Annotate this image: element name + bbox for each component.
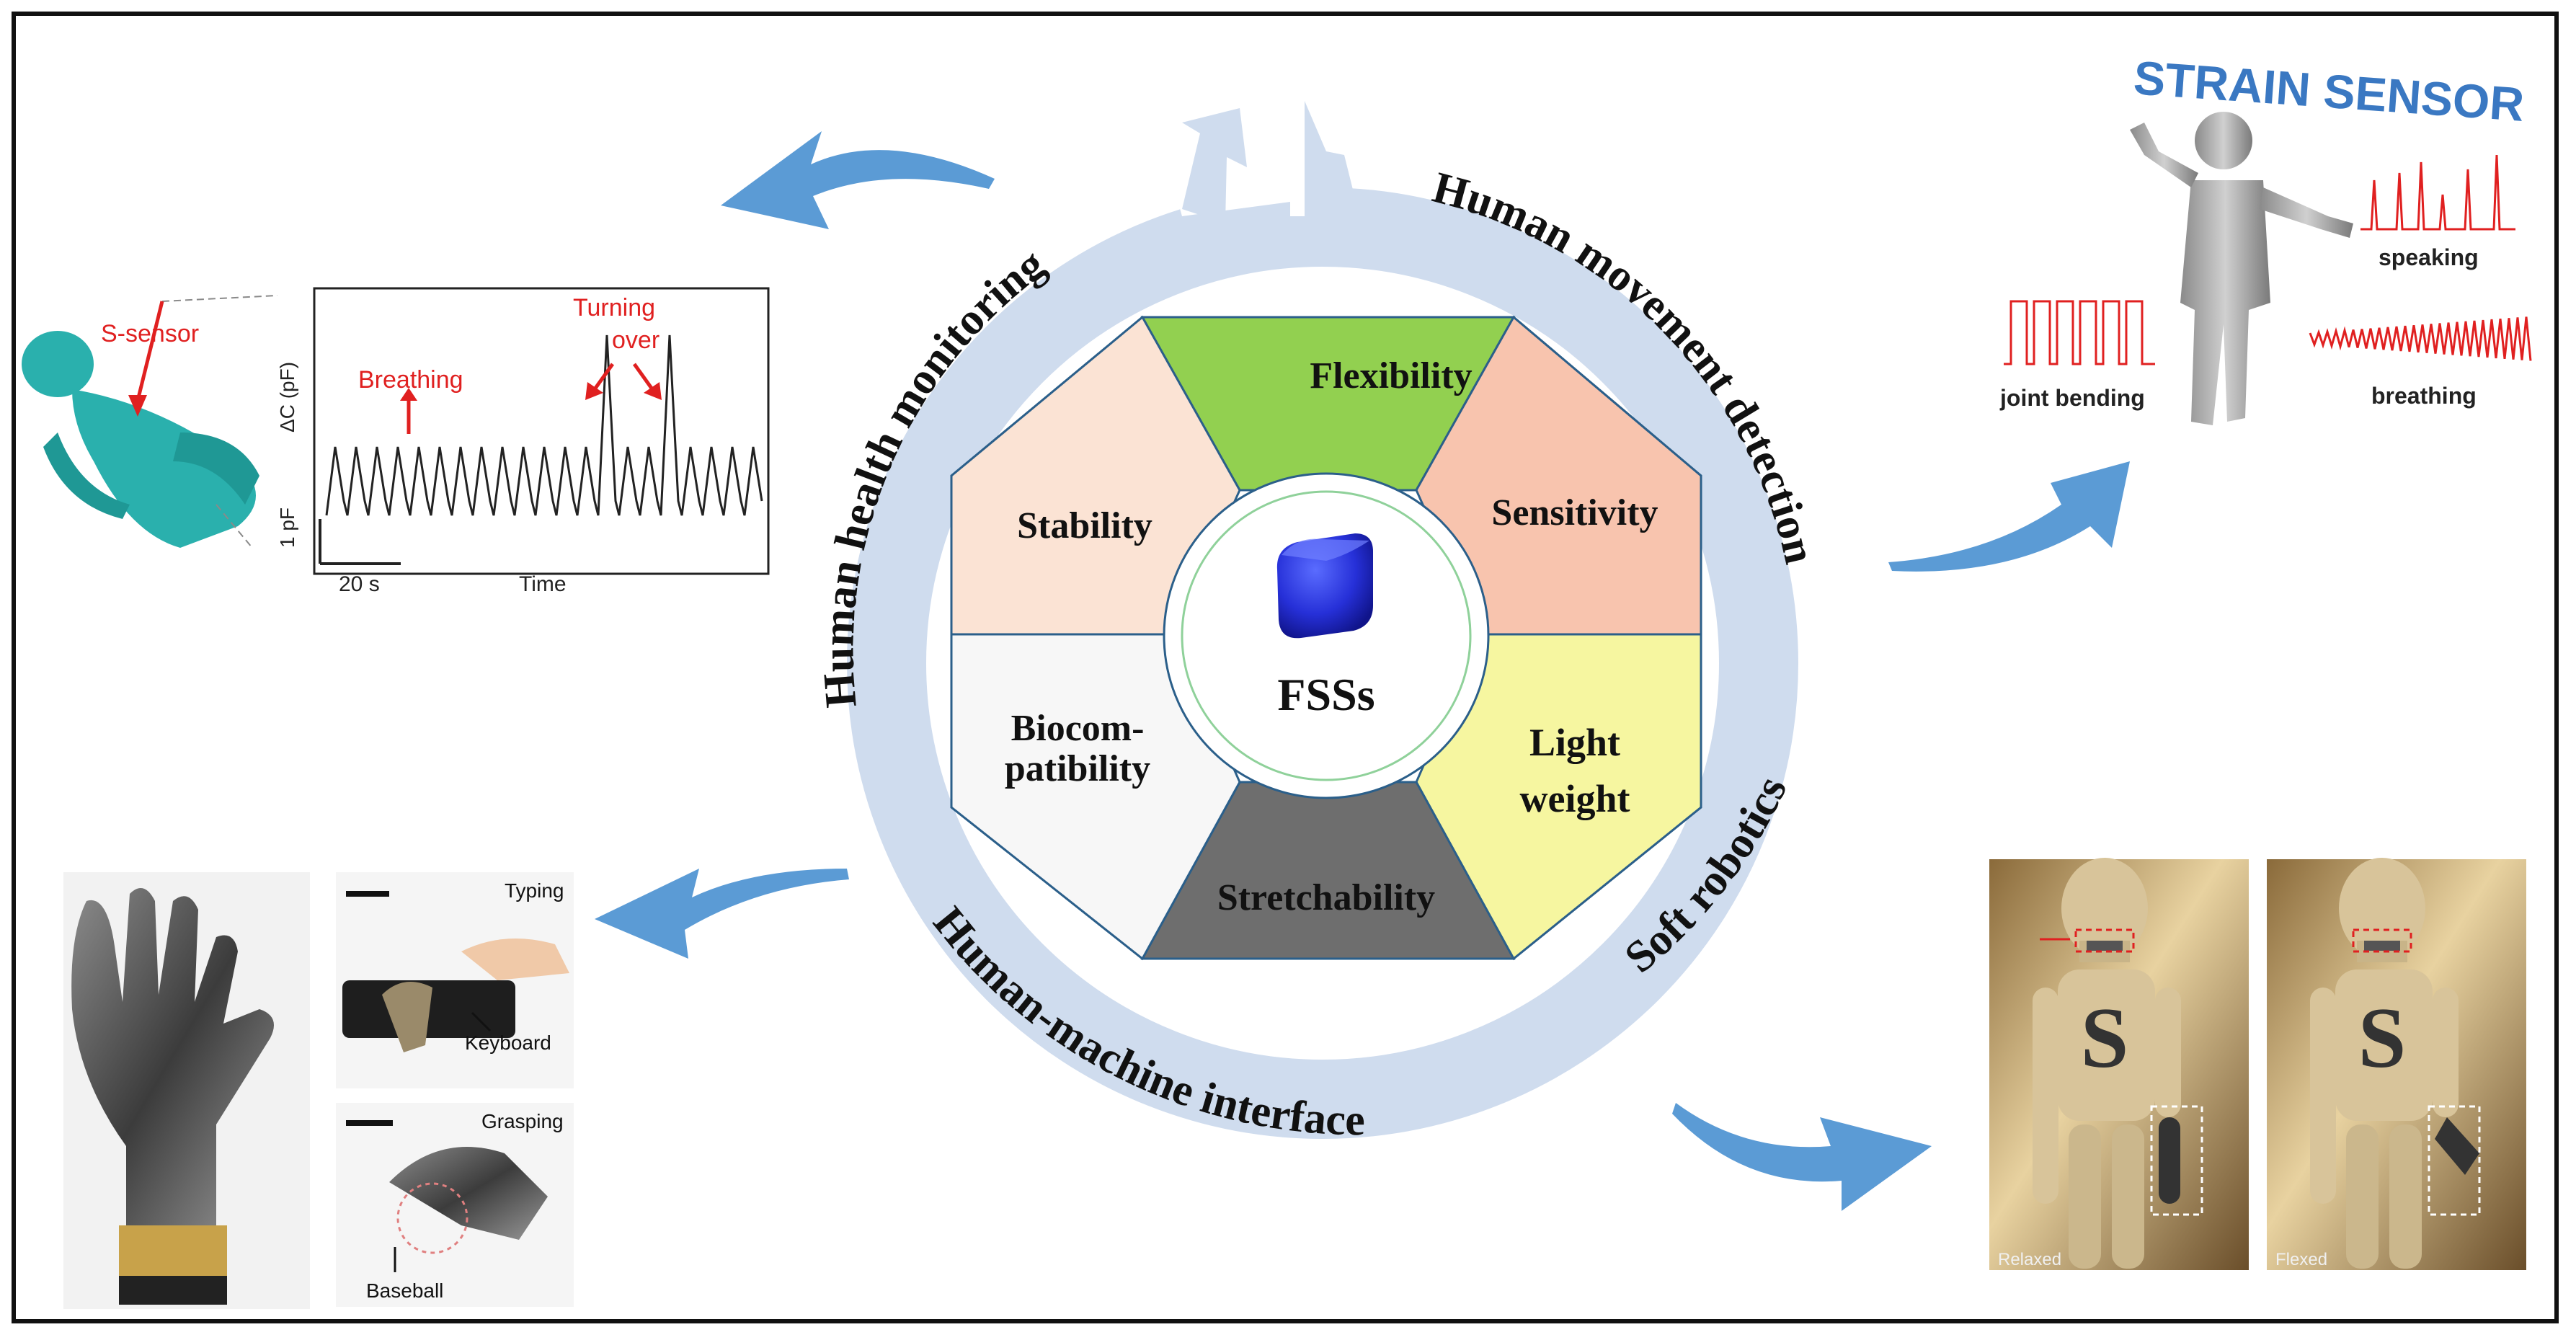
arrow-to-robotics	[1672, 1103, 1932, 1211]
joint-bending-trace	[2004, 300, 2155, 365]
label-joint-bending: joint bending	[1999, 385, 2145, 411]
label-baseball: Baseball	[366, 1279, 443, 1302]
cube-icon	[1276, 533, 1373, 639]
segment-stability	[950, 315, 1241, 636]
y-axis-label: ΔC (pF)	[276, 362, 298, 432]
panel-soft-robotics: S S Relaxed Flexed	[1989, 858, 2526, 1270]
panel-hmi: Typing Keyboard Grasping Baseball	[63, 872, 574, 1309]
mannequin-relaxed: S	[2033, 858, 2203, 1269]
annotation-turning: Turning	[573, 294, 655, 321]
arrow-to-movement	[1888, 461, 2130, 572]
center-inner-ring	[1181, 490, 1472, 781]
label-speaking: speaking	[2379, 244, 2479, 270]
label-grasping: Grasping	[481, 1110, 564, 1132]
application-arrows	[595, 131, 2130, 1211]
label-breathing: breathing	[2371, 383, 2477, 409]
label-patibility: patibility	[1005, 748, 1150, 789]
scale-y-label: 1 pF	[276, 507, 298, 548]
label-flexed: Flexed	[2275, 1250, 2327, 1269]
gray-figure-icon	[2130, 112, 2353, 425]
ring-band	[847, 187, 1798, 1139]
svg-text:S: S	[2081, 990, 2129, 1086]
robotic-hand-image	[71, 888, 275, 1305]
svg-text:S: S	[2358, 990, 2407, 1086]
breathing-chart-frame	[313, 287, 770, 575]
annotation-breathing: Breathing	[358, 366, 463, 394]
panel-health-monitoring: S-sensor Breathing Turning over ΔC (pF) …	[22, 287, 770, 596]
label-weight: weight	[1520, 777, 1630, 820]
mannequin-flexed: S	[2310, 858, 2481, 1269]
label-biocom: Biocom-	[1011, 708, 1145, 749]
strain-sensor-title: STRAIN SENSOR	[2132, 50, 2526, 131]
ring-arrowhead-top-right	[1305, 101, 1355, 216]
annotation-over: over	[612, 327, 659, 354]
center-label: FSSs	[1277, 669, 1374, 720]
lying-human-figure	[22, 295, 278, 549]
label-stretchability: Stretchability	[1217, 877, 1435, 918]
s-sensor-label: S-sensor	[101, 320, 199, 347]
label-flexibility: Flexibility	[1310, 355, 1472, 396]
arrow-to-hmi	[595, 869, 849, 959]
label-keyboard: Keyboard	[465, 1031, 551, 1054]
property-wheel: FSSs Flexibility Sensitivity Light weigh…	[950, 315, 1702, 961]
breathing-trace	[325, 334, 763, 516]
speaking-trace	[2360, 154, 2515, 231]
label-relaxed: Relaxed	[1998, 1250, 2061, 1269]
label-stability: Stability	[1017, 505, 1152, 546]
arrow-to-health	[721, 131, 995, 229]
scale-x-label: 20 s	[339, 572, 380, 596]
label-typing: Typing	[505, 879, 564, 902]
breathing-small-trace	[2309, 316, 2532, 361]
x-axis-label: Time	[519, 572, 567, 596]
label-sensitivity: Sensitivity	[1491, 492, 1658, 533]
label-light: Light	[1529, 721, 1620, 764]
panel-movement-detection: STRAIN SENSOR speaking joint bending bre…	[1999, 50, 2532, 425]
ring-arrowhead-top-left	[1182, 108, 1247, 223]
